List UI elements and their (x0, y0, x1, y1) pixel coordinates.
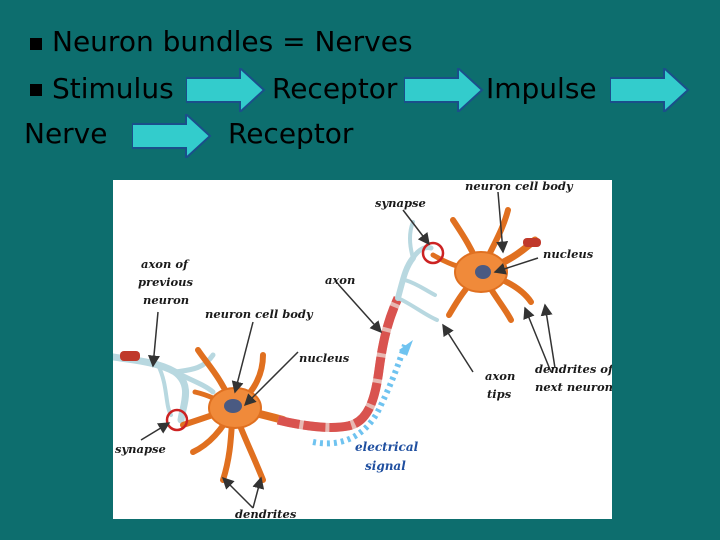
synapse-circle (165, 408, 189, 432)
label-neuron-cell-body-left: neuron cell body (205, 307, 314, 321)
axon-segment (523, 238, 541, 247)
bullet-neuron-bundles: Neuron bundles = Nerves (52, 25, 413, 58)
label-nucleus-left: nucleus (299, 351, 350, 365)
label-nucleus-right: nucleus (543, 247, 594, 261)
flow-impulse: Impulse (486, 72, 597, 105)
neuron-diagram: neuron cell body synapse nucleus axon of… (113, 180, 612, 519)
axon-terminals (395, 220, 439, 322)
bullet-marker (30, 38, 42, 50)
label-signal: signal (365, 459, 406, 473)
label-axon-tips-1: axon (485, 369, 515, 383)
synapse-circle (421, 241, 445, 265)
label-axon: axon (325, 273, 355, 287)
flow-arrow-icon (186, 68, 266, 112)
flow-arrow-icon (610, 68, 690, 112)
bullet-stimulus: Stimulus (52, 72, 174, 105)
label-previous: previous (138, 275, 193, 289)
flow-receptor: Receptor (272, 72, 398, 105)
right-neuron (430, 207, 539, 323)
nucleus (475, 265, 491, 279)
label-next-neuron: next neuron (535, 380, 612, 394)
label-neuron-cell-body-top: neuron cell body (465, 180, 574, 193)
axon-segment (120, 351, 140, 361)
label-electrical: electrical (355, 440, 419, 454)
flow-arrow-icon (404, 68, 484, 112)
nucleus (224, 399, 242, 413)
bullet-marker (30, 84, 42, 96)
flow-arrow-icon (132, 114, 212, 158)
flow-nerve: Nerve (24, 117, 108, 150)
label-axon-of: axon of (141, 257, 190, 271)
axon (276, 296, 403, 432)
electrical-signal (312, 344, 408, 447)
label-axon-tips-2: tips (487, 387, 512, 401)
label-dendrites-of: dendrites of (535, 362, 612, 376)
label-dendrites: dendrites (235, 507, 297, 519)
label-neuron: neuron (143, 293, 189, 307)
previous-axon-terminals (113, 351, 216, 424)
label-synapse-bottom: synapse (115, 442, 166, 456)
flow-receptor-2: Receptor (228, 117, 354, 150)
label-synapse-top: synapse (375, 196, 426, 210)
